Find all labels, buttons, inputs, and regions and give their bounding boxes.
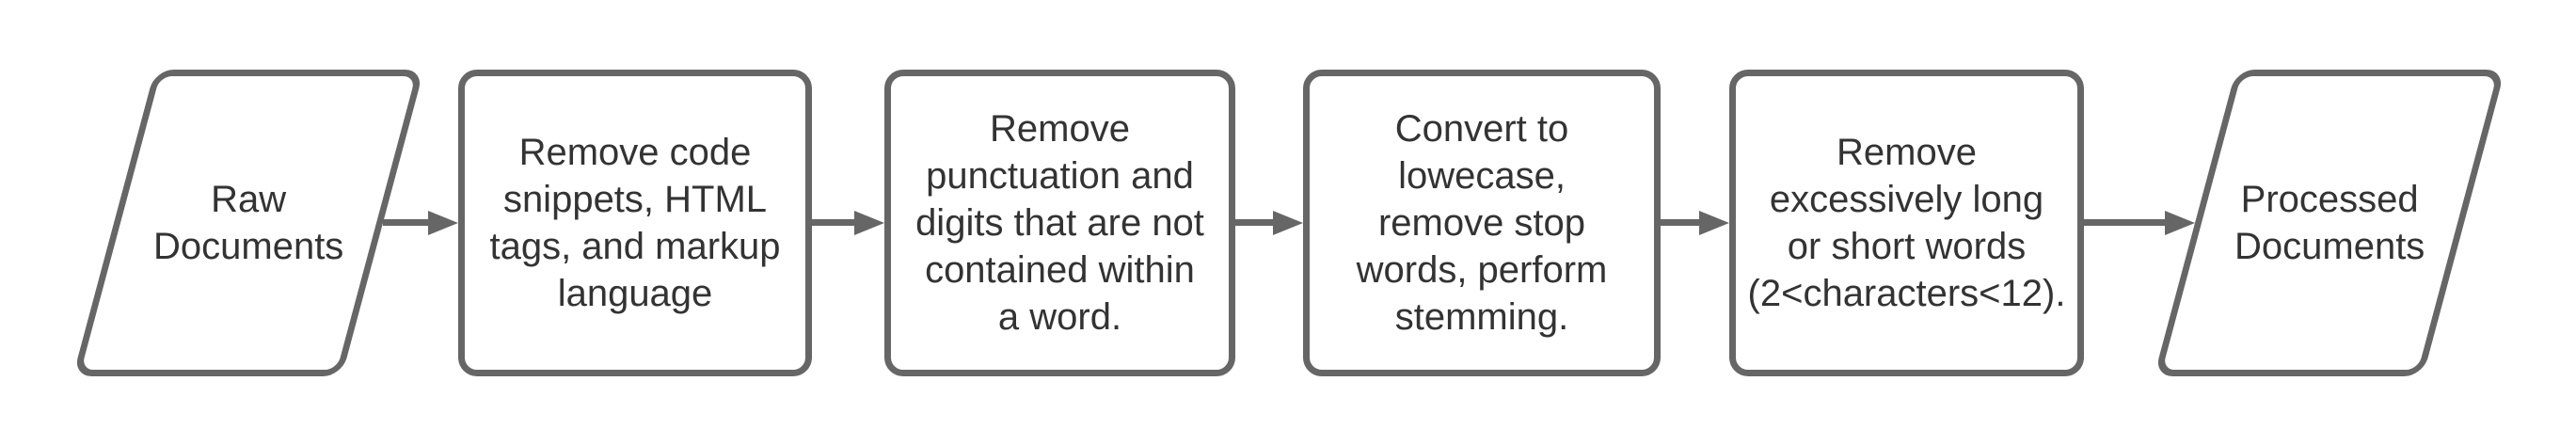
arrow-head-icon	[1699, 210, 1729, 235]
arrow-head-icon	[1273, 210, 1303, 235]
arrow-line	[812, 219, 854, 226]
node-remove-long-short-words: Remove excessively long or short words (…	[1729, 69, 2084, 376]
flow-arrow-1	[383, 210, 458, 235]
node-processed-documents-label: Processed Documents	[2234, 178, 2425, 267]
node-convert-lowercase-stemming: Convert to lowecase, remove stop words, …	[1303, 69, 1661, 376]
node-remove-long-short-words-label: Remove excessively long or short words (…	[1747, 131, 2066, 314]
node-remove-punctuation-digits-label: Remove punctuation and digits that are n…	[915, 107, 1204, 338]
node-remove-code-snippets-label: Remove code snippets, HTML tags, and mar…	[489, 131, 781, 314]
arrow-head-icon	[428, 210, 458, 235]
arrow-line	[2084, 219, 2165, 226]
arrow-line	[1235, 219, 1273, 226]
arrow-head-icon	[854, 210, 884, 235]
node-remove-punctuation-digits: Remove punctuation and digits that are n…	[884, 69, 1235, 376]
node-raw-documents: Raw Documents	[72, 69, 424, 376]
flow-arrow-4	[1661, 210, 1729, 235]
arrow-head-icon	[2165, 210, 2195, 235]
node-convert-lowercase-stemming-label: Convert to lowecase, remove stop words, …	[1356, 107, 1608, 338]
node-remove-code-snippets: Remove code snippets, HTML tags, and mar…	[458, 69, 812, 376]
flow-arrow-5	[2084, 210, 2195, 235]
node-processed-documents: Processed Documents	[2154, 69, 2505, 376]
flow-arrow-2	[812, 210, 884, 235]
arrow-line	[1661, 219, 1699, 226]
arrow-line	[383, 219, 428, 226]
flow-arrow-3	[1235, 210, 1303, 235]
node-raw-documents-label: Raw Documents	[152, 178, 344, 267]
